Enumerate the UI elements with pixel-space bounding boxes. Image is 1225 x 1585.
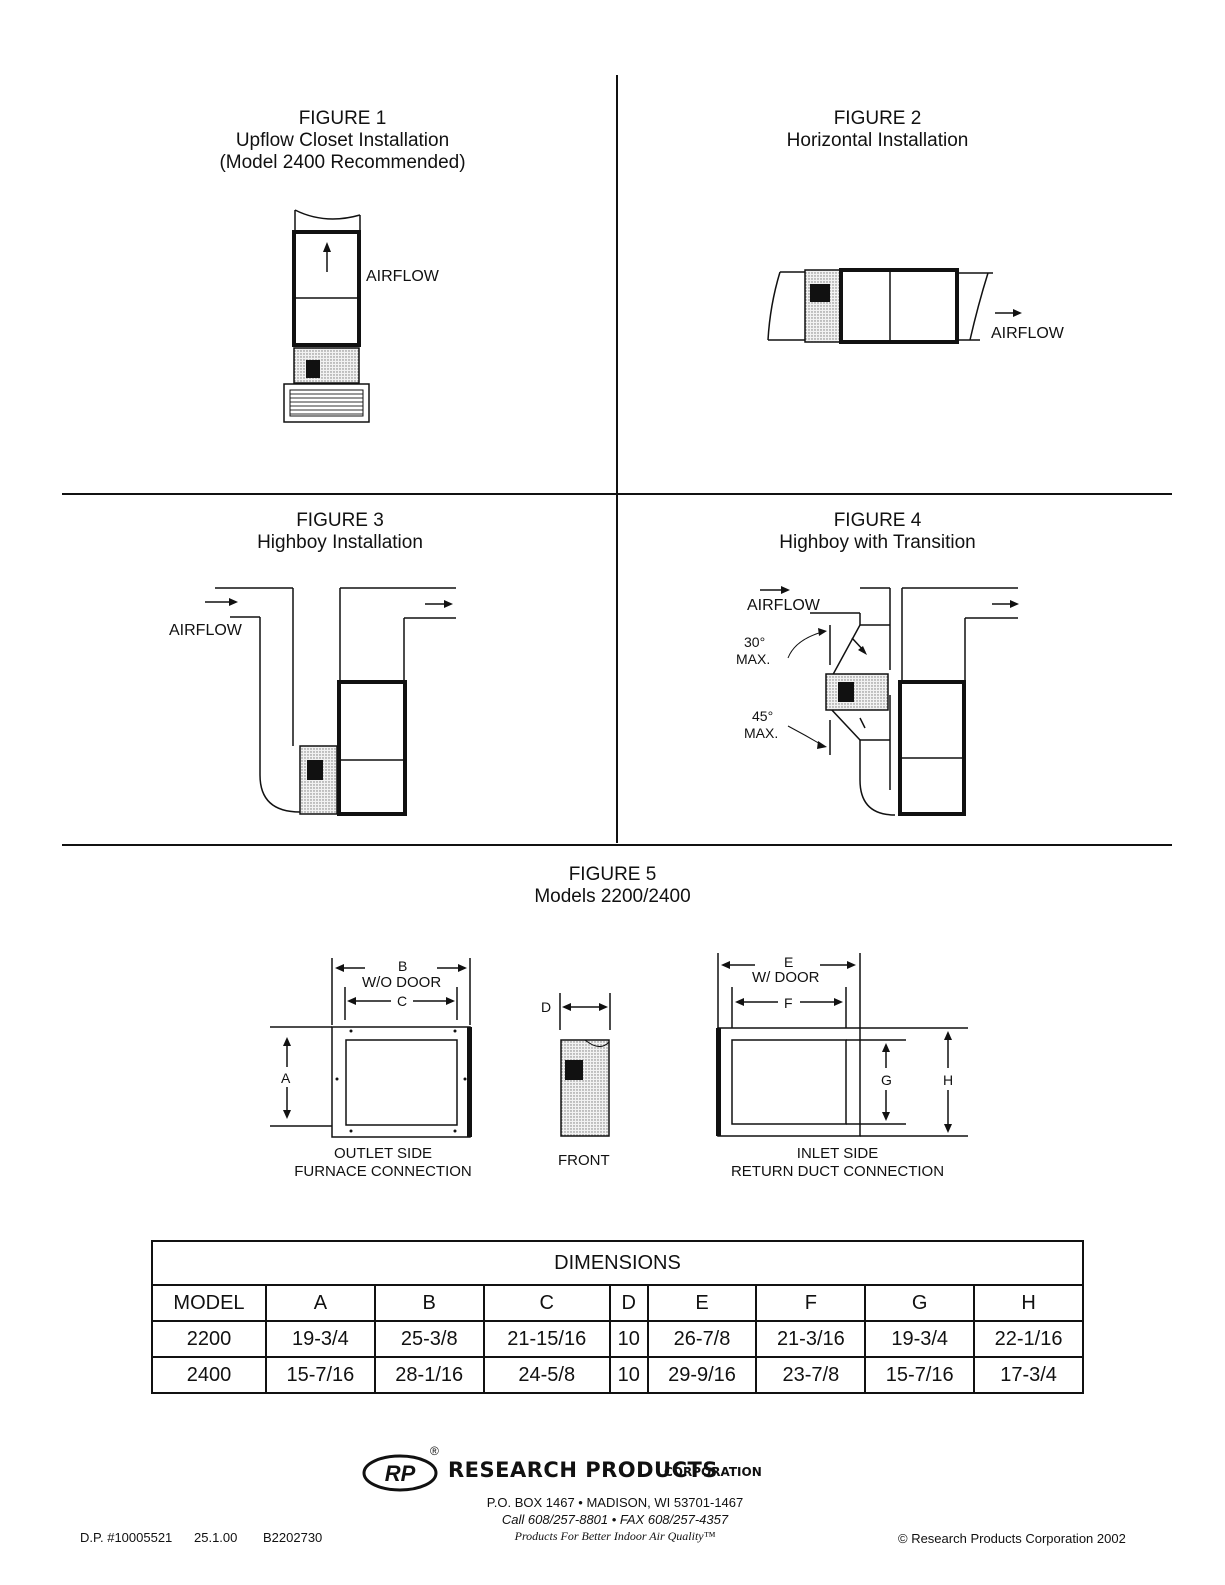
figure-1-note: (Model 2400 Recommended) [219, 152, 466, 173]
table-cell: 22-1/16 [973, 1320, 1084, 1358]
outlet-caption-line2: FURNACE CONNECTION [294, 1163, 472, 1180]
table-row: 2400 15-7/16 28-1/16 24-5/8 10 29-9/16 2… [151, 1356, 1084, 1394]
figure-5-label-w-door: W/ DOOR [752, 969, 820, 986]
column-header: MODEL [151, 1284, 267, 1322]
table-title: DIMENSIONS [151, 1240, 1084, 1286]
figure-5-front-caption: FRONT [558, 1152, 610, 1169]
table-cell: 21-15/16 [482, 1320, 611, 1358]
column-header: A [264, 1284, 376, 1322]
figure-4-angle-30-max: MAX. [736, 651, 771, 667]
doc-code: B2202730 [263, 1530, 323, 1545]
figure-1-caption: FIGURE 1 Upflow Closet Installation (Mod… [190, 108, 495, 174]
copyright: © Research Products Corporation 2002 [898, 1531, 1126, 1546]
table-cell: 29-9/16 [646, 1356, 758, 1394]
column-header: B [373, 1284, 485, 1322]
figure-5-inlet-diagram [716, 953, 968, 1137]
figure-5-label-b: B [398, 958, 408, 974]
figure-1-airflow-label: AIRFLOW [366, 268, 439, 285]
figure-1-diagram [283, 209, 370, 423]
table-cell: 2200 [151, 1320, 267, 1358]
figure-5-label-wo-door: W/O DOOR [362, 974, 442, 991]
table-cell: 28-1/16 [373, 1356, 485, 1394]
rp-logo-mark: RP [362, 1454, 438, 1492]
table-cell: 26-7/8 [646, 1320, 758, 1358]
figure-5-label-g: G [881, 1072, 892, 1088]
figure-4-angle-45-max: MAX. [744, 725, 779, 741]
figure-4-angle-45: 45° [752, 708, 774, 724]
figure-2-airflow-label: AIRFLOW [991, 325, 1064, 342]
figure-5-label-c: C [397, 993, 408, 1009]
figure-5-label-a: A [281, 1070, 291, 1086]
column-header: C [482, 1284, 611, 1322]
table-cell: 10 [608, 1356, 649, 1394]
figure-5-title: FIGURE 5 [568, 864, 657, 885]
company-tagline: Products For Better Indoor Air Quality™ [514, 1529, 716, 1543]
figure-4-angle-30: 30° [744, 634, 766, 650]
figure-5-label-h: H [943, 1072, 954, 1088]
figure-2-title: FIGURE 2 [833, 108, 922, 129]
dimensions-table: DIMENSIONS MODEL A B C D E F G H 2200 19… [151, 1240, 1084, 1394]
figure-3-subtitle: Highboy Installation [257, 532, 423, 553]
table-cell: 23-7/8 [755, 1356, 867, 1394]
figure-4-caption: FIGURE 4 Highboy with Transition [750, 510, 1005, 554]
figure-5-caption: FIGURE 5 Models 2200/2400 [500, 864, 725, 908]
company-address: P.O. BOX 1467 • MADISON, WI 53701-1467 [486, 1495, 744, 1510]
rp-logo-letters: RP [385, 1461, 416, 1486]
figure-2-subtitle: Horizontal Installation [786, 130, 969, 151]
figure-3-title: FIGURE 3 [296, 510, 384, 531]
column-header: D [608, 1284, 649, 1322]
registered-mark: ® [430, 1444, 439, 1458]
table-header-row: MODEL A B C D E F G H [151, 1284, 1084, 1322]
inlet-caption-line2: RETURN DUCT CONNECTION [730, 1163, 945, 1180]
table-cell: 21-3/16 [755, 1320, 867, 1358]
company-phone: Call 608/257-8801 • FAX 608/257-4357 [501, 1512, 729, 1527]
table-cell: 15-7/16 [864, 1356, 976, 1394]
figure-4-title: FIGURE 4 [833, 510, 922, 531]
table-cell: 19-3/4 [864, 1320, 976, 1358]
figure-4-subtitle: Highboy with Transition [779, 532, 976, 553]
company-suffix: CORPORATION [664, 1465, 762, 1479]
figure-5-label-d: D [541, 999, 552, 1015]
table-row: 2200 19-3/4 25-3/8 21-15/16 10 26-7/8 21… [151, 1320, 1084, 1358]
table-cell: 10 [608, 1320, 649, 1358]
figure-3-diagram [205, 587, 456, 816]
table-cell: 24-5/8 [482, 1356, 611, 1394]
figure-5-outlet-caption: OUTLET SIDE FURNACE CONNECTION [268, 1145, 498, 1181]
figure-3-caption: FIGURE 3 Highboy Installation [215, 510, 465, 554]
figure-4-airflow-label: AIRFLOW [747, 597, 820, 614]
column-header: H [973, 1284, 1084, 1322]
table-cell: 25-3/8 [373, 1320, 485, 1358]
column-header: F [755, 1284, 867, 1322]
doc-number: D.P. #10005521 [80, 1530, 173, 1545]
company-logo: RP ® RESEARCH PRODUCTS CORPORATION [362, 1444, 782, 1492]
doc-date: 25.1.00 [194, 1530, 238, 1545]
column-header: G [864, 1284, 976, 1322]
figure-5-front-diagram [559, 993, 611, 1137]
column-header: E [646, 1284, 758, 1322]
figure-1-title: FIGURE 1 [298, 108, 387, 129]
figure-5-label-f: F [784, 995, 793, 1011]
table-cell: 19-3/4 [264, 1320, 376, 1358]
company-name: RESEARCH PRODUCTS [448, 1458, 718, 1482]
table-cell: 15-7/16 [264, 1356, 376, 1394]
figure-4-diagram [760, 586, 1019, 816]
outlet-caption-line1: OUTLET SIDE [333, 1145, 433, 1162]
figure-2-diagram [767, 268, 1022, 344]
figure-5-subtitle: Models 2200/2400 [534, 886, 691, 907]
table-title-row: DIMENSIONS [151, 1240, 1084, 1286]
figure-3-airflow-label: AIRFLOW [169, 622, 242, 639]
figure-5-label-e: E [784, 954, 794, 970]
figure-5-outlet-diagram [270, 958, 472, 1138]
table-cell: 2400 [151, 1356, 267, 1394]
figure-2-caption: FIGURE 2 Horizontal Installation [740, 108, 1015, 152]
figure-1-subtitle: Upflow Closet Installation [235, 130, 450, 151]
inlet-caption-line1: INLET SIDE [796, 1145, 879, 1162]
table-cell: 17-3/4 [973, 1356, 1084, 1394]
figure-5-inlet-caption: INLET SIDE RETURN DUCT CONNECTION [710, 1145, 965, 1181]
